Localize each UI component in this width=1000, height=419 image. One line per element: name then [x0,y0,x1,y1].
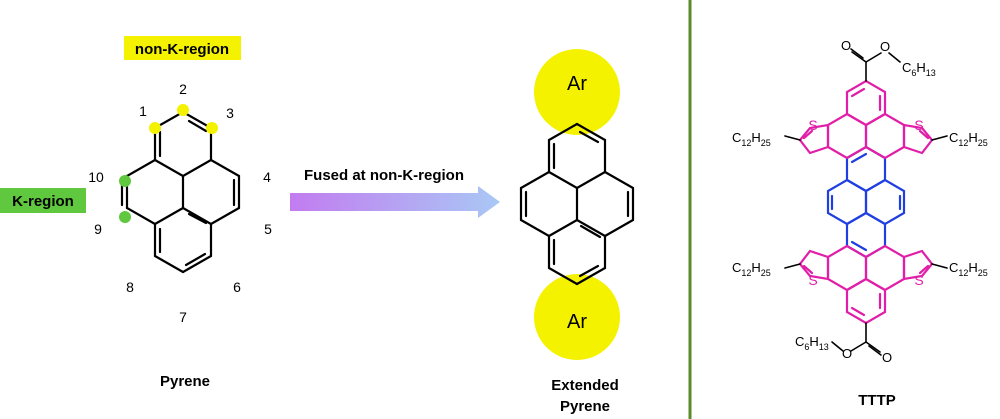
tttp-lower-ester [831,322,882,356]
tttp-upper-ester [850,48,901,82]
aryl-circle-bottom [534,274,620,360]
dodecyl-label: C12H25 [949,260,988,278]
position-label: 8 [126,279,134,295]
oxygen-label: O [841,38,851,53]
k-region-highlight [0,188,86,213]
position-label: 3 [226,105,234,121]
non-k-dot [206,122,218,134]
k-dot [119,211,131,223]
arrow-shape [290,186,500,218]
tttp-core [826,145,906,259]
non-k-region-highlight [124,36,241,60]
non-k-dot [177,104,189,116]
tttp-caption: TTTP [858,392,896,409]
arrow-label: Fused at non-K-region [304,167,464,184]
extended-caption-line2: Pyrene [560,398,610,415]
pyrene-structure [120,110,241,274]
oxygen-label: O [842,346,852,361]
oxygen-label: O [882,350,892,365]
dodecyl-label: C12H25 [949,130,988,148]
sulfur-label: S [914,117,923,133]
non-k-region-label: non-K-region [135,41,229,58]
position-label: 2 [179,81,187,97]
dodecyl-label: C12H25 [732,130,771,148]
non-k-dot [149,122,161,134]
position-label: 7 [179,309,187,325]
pyrene-panel: non-K-region K-region [0,36,272,390]
tttp-upper-framework [798,79,934,160]
aryl-circle-top [534,49,620,135]
oxygen-label: O [880,39,890,54]
tttp-panel: S S O O C6H13 C12H25 C12H25 [732,38,988,409]
extended-pyrene-panel: Ar Ar [519,49,635,415]
extended-caption-line1: Extended [551,377,619,394]
position-label: 5 [264,221,272,237]
dodecyl-label: C12H25 [732,260,771,278]
hexyl-label: C6H13 [795,334,829,352]
sulfur-label: S [808,117,817,133]
position-label: 6 [233,279,241,295]
aryl-label-top: Ar [567,73,587,95]
k-region-label: K-region [12,193,74,210]
hexyl-label: C6H13 [902,60,936,78]
extended-pyrene-structure [519,122,635,286]
sulfur-label: S [808,272,817,288]
sulfur-label: S [914,272,923,288]
position-label: 1 [139,103,147,119]
fusion-arrow: Fused at non-K-region [290,167,500,218]
k-dot [119,175,131,187]
pyrene-caption: Pyrene [160,373,210,390]
aryl-label-bottom: Ar [567,311,587,333]
position-label: 4 [263,169,271,185]
position-label: 10 [88,169,104,185]
tttp-lower-framework [798,244,934,325]
position-label: 9 [94,221,102,237]
